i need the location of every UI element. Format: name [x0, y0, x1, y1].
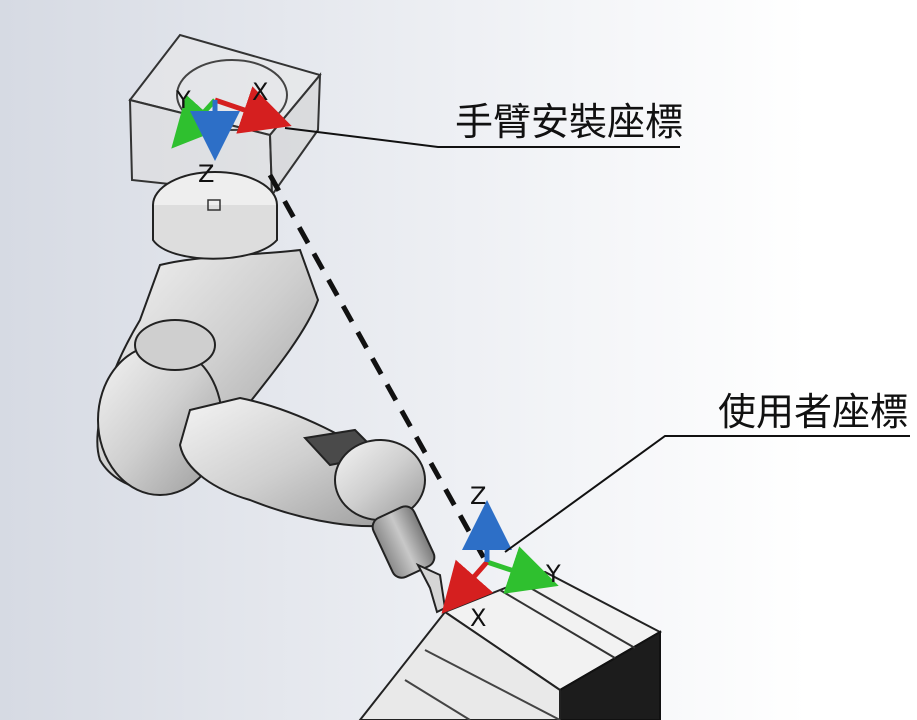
- user-axes: Y X Z: [441, 482, 561, 632]
- arm-mount-y-label: Y: [175, 86, 191, 114]
- user-y-label: Y: [545, 560, 561, 588]
- arm-mount-frame-label: 手臂安裝座標: [455, 100, 683, 144]
- arm-mount-x-label: X: [252, 78, 268, 106]
- user-z-label: Z: [470, 482, 486, 510]
- frame-relation-dashed-line: [267, 173, 488, 562]
- callout-user: 使用者座標: [504, 390, 910, 553]
- user-x-label: X: [470, 604, 486, 632]
- callout-arm-mount: 手臂安裝座標: [284, 100, 683, 148]
- user-x-axis: [441, 559, 494, 614]
- user-frame-label: 使用者座標: [718, 390, 908, 434]
- arm-mount-axes: X Y Z: [171, 78, 292, 188]
- arm-mount-x-axis: [214, 86, 292, 134]
- user-y-axis: [486, 546, 559, 594]
- workpiece-block: [358, 570, 663, 720]
- arm-mount-z-label: Z: [198, 160, 214, 188]
- robot-arm: [96, 248, 447, 614]
